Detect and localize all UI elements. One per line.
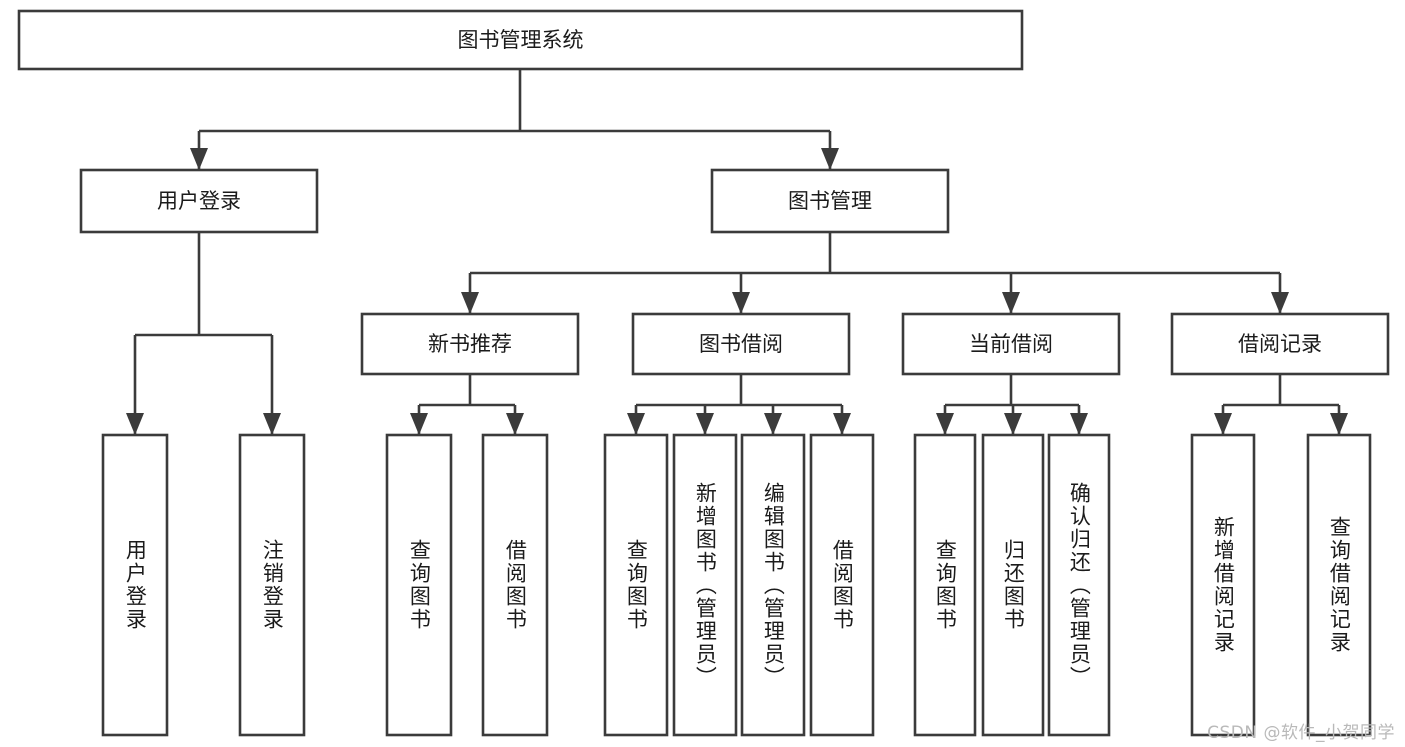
node-box-leaf-edit-book-admin[interactable]	[740, 433, 806, 737]
arrow-head-icon-leaf-borrow-book	[833, 413, 851, 435]
arrow-head-icon-leaf-query-book-recommend	[410, 413, 428, 435]
node-label-user-login: 用户登录	[157, 189, 241, 213]
node-label-new-book-recommend: 新书推荐	[428, 332, 512, 356]
node-box-book-manage[interactable]	[710, 168, 950, 234]
node-box-leaf-query-book-current[interactable]	[913, 433, 977, 737]
node-box-book-borrow[interactable]	[631, 312, 851, 376]
node-box-leaf-user-login[interactable]	[101, 433, 169, 737]
arrow-head-icon-user-login	[190, 148, 208, 170]
node-box-leaf-query-borrow-record[interactable]	[1306, 433, 1372, 737]
arrow-head-icon-borrow-record	[1271, 292, 1289, 314]
arrow-head-icon-new-book-recommend	[461, 292, 479, 314]
arrow-head-icon-current-borrow	[1002, 292, 1020, 314]
node-box-root[interactable]	[17, 9, 1024, 71]
arrow-head-icon-leaf-logout	[263, 413, 281, 435]
node-box-new-book-recommend[interactable]	[360, 312, 580, 376]
arrow-head-icon-leaf-add-borrow-record	[1214, 413, 1232, 435]
arrow-head-icon-book-borrow	[732, 292, 750, 314]
node-label-borrow-record: 借阅记录	[1238, 332, 1322, 356]
node-box-leaf-confirm-return-admin[interactable]	[1047, 433, 1111, 737]
arrow-head-icon-leaf-query-book-borrow	[627, 413, 645, 435]
node-box-leaf-borrow-book-recommend[interactable]	[481, 433, 549, 737]
node-box-leaf-add-borrow-record[interactable]	[1190, 433, 1256, 737]
node-box-borrow-record[interactable]	[1170, 312, 1390, 376]
arrow-head-icon-leaf-user-login	[126, 413, 144, 435]
node-box-leaf-query-book-recommend[interactable]	[385, 433, 453, 737]
node-label-root: 图书管理系统	[458, 28, 584, 52]
node-box-leaf-logout[interactable]	[238, 433, 306, 737]
arrow-head-icon-leaf-query-borrow-record	[1330, 413, 1348, 435]
arrow-head-icon-leaf-query-book-current	[936, 413, 954, 435]
arrow-head-icon-leaf-confirm-return-admin	[1070, 413, 1088, 435]
node-box-current-borrow[interactable]	[901, 312, 1121, 376]
arrow-head-icon-book-manage	[821, 148, 839, 170]
arrow-head-icon-leaf-add-book-admin	[696, 413, 714, 435]
arrow-head-icon-leaf-edit-book-admin	[764, 413, 782, 435]
node-box-user-login[interactable]	[79, 168, 319, 234]
node-label-current-borrow: 当前借阅	[969, 332, 1053, 356]
node-label-book-manage: 图书管理	[788, 189, 872, 213]
node-box-leaf-borrow-book[interactable]	[809, 433, 875, 737]
arrow-head-icon-leaf-return-book	[1004, 413, 1022, 435]
node-label-book-borrow: 图书借阅	[699, 332, 783, 356]
csdn-watermark: CSDN @软件_小贺同学	[1207, 723, 1395, 743]
arrow-head-icon-leaf-borrow-book-recommend	[506, 413, 524, 435]
boxes-layer	[17, 9, 1390, 737]
node-box-leaf-add-book-admin[interactable]	[672, 433, 738, 737]
connectors-layer	[126, 69, 1348, 435]
node-box-leaf-return-book[interactable]	[981, 433, 1045, 737]
node-box-leaf-query-book-borrow[interactable]	[603, 433, 669, 737]
